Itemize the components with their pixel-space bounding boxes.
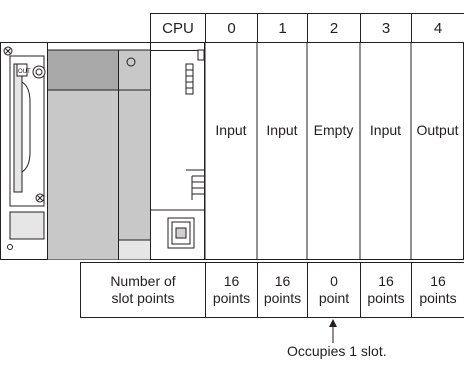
cpu-module bbox=[47, 49, 151, 260]
points-unit: points bbox=[212, 290, 251, 306]
cpu-front-panel bbox=[150, 42, 205, 260]
row-label-line1: Number of bbox=[110, 273, 176, 289]
points-cell-slot-3: 16 points bbox=[360, 262, 411, 318]
slot-header-2: 2 bbox=[307, 13, 360, 42]
slot-number: 3 bbox=[381, 19, 391, 37]
led-icon bbox=[32, 65, 46, 79]
points-value: 16 bbox=[223, 273, 240, 289]
cpu-header-cell: CPU bbox=[150, 13, 205, 42]
cpu-header-label: CPU bbox=[162, 19, 194, 37]
screw-icon bbox=[3, 46, 13, 56]
io-slot-dividers bbox=[204, 42, 412, 260]
points-unit: points bbox=[367, 290, 405, 306]
annotation-arrow-icon bbox=[329, 319, 337, 343]
table-bottom-border bbox=[80, 317, 464, 318]
slot-header-0: 0 bbox=[205, 13, 257, 42]
slot-header-1: 1 bbox=[257, 13, 307, 42]
module-label-slot-3: Input bbox=[369, 122, 402, 138]
points-row-label: Number of slot points bbox=[80, 262, 205, 318]
slot-header-4: 4 bbox=[411, 13, 464, 42]
points-unit: points bbox=[263, 290, 302, 306]
indicator-icon bbox=[126, 57, 136, 67]
slot-number: 2 bbox=[329, 19, 339, 37]
table-top-border bbox=[80, 262, 464, 263]
slot-number: 4 bbox=[433, 19, 443, 37]
points-cell-slot-1: 16 points bbox=[257, 262, 307, 318]
points-unit: points bbox=[419, 290, 457, 306]
module-label-slot-0: Input bbox=[215, 122, 247, 138]
points-cell-slot-2: 0 point bbox=[307, 262, 360, 318]
points-cell-slot-0: 16 points bbox=[205, 262, 257, 318]
module-label-slot-2: Empty bbox=[313, 122, 354, 138]
module-label-slot-1: Input bbox=[266, 122, 298, 138]
points-cell-slot-4: 16 points bbox=[411, 262, 464, 318]
screw-icon bbox=[35, 193, 45, 203]
annotation-text: Occupies 1 slot. bbox=[287, 343, 387, 359]
points-value: 16 bbox=[430, 273, 446, 289]
module-label-slot-4: Output bbox=[416, 122, 459, 138]
led-array-icon bbox=[185, 63, 194, 95]
slot-number: 0 bbox=[227, 19, 236, 37]
slot-header-3: 3 bbox=[360, 13, 411, 42]
ethernet-port-icon bbox=[167, 217, 195, 249]
slot-number: 1 bbox=[278, 19, 287, 37]
points-value: 16 bbox=[378, 273, 394, 289]
points-unit: point bbox=[318, 290, 350, 306]
points-value: 16 bbox=[274, 273, 291, 289]
power-supply-module: OUT bbox=[0, 42, 48, 260]
mount-hole-icon bbox=[7, 244, 13, 250]
points-value: 0 bbox=[330, 273, 338, 289]
out-label: OUT bbox=[18, 69, 31, 75]
row-label-line2: slot points bbox=[111, 290, 175, 306]
plc-rack-diagram: OUT bbox=[0, 42, 464, 260]
